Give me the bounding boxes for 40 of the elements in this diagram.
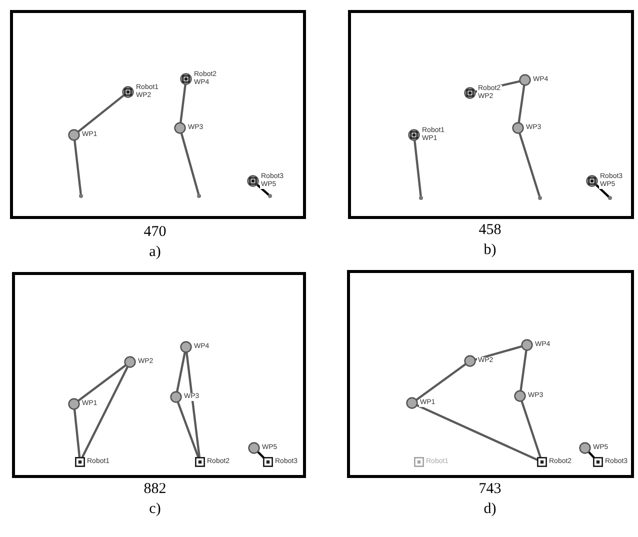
start-point bbox=[79, 194, 83, 198]
robot-path bbox=[177, 402, 200, 458]
score-value: 743 bbox=[478, 481, 502, 498]
robot-path bbox=[518, 84, 526, 124]
panel-frame bbox=[12, 272, 306, 478]
panel-letter: b) bbox=[484, 242, 496, 259]
panel-frame bbox=[348, 10, 634, 219]
robot-path bbox=[257, 451, 266, 460]
robot-path bbox=[518, 132, 540, 198]
start-point bbox=[419, 196, 423, 200]
robot-path bbox=[81, 366, 128, 459]
robot-path bbox=[78, 94, 124, 132]
robot-path bbox=[520, 400, 542, 458]
robot-path bbox=[474, 346, 522, 360]
score-value: 882 bbox=[144, 481, 166, 498]
score-value: 470 bbox=[144, 224, 166, 241]
robot-path bbox=[74, 408, 81, 458]
score-value: 458 bbox=[478, 222, 502, 239]
robot-path bbox=[256, 184, 270, 196]
robot-path bbox=[186, 352, 200, 458]
start-point bbox=[538, 196, 542, 200]
robot-path bbox=[180, 84, 186, 124]
robot-path bbox=[595, 184, 610, 198]
robot-path bbox=[74, 140, 82, 196]
panel-letter: c) bbox=[149, 501, 161, 518]
start-point bbox=[268, 194, 272, 198]
panel-letter: d) bbox=[484, 501, 496, 518]
robot-path bbox=[176, 352, 186, 392]
robot-path bbox=[414, 140, 422, 198]
panel-letter: a) bbox=[149, 244, 161, 261]
robot-path bbox=[520, 350, 528, 392]
robot-path bbox=[416, 363, 466, 401]
robot-path bbox=[180, 132, 200, 196]
panel-frame bbox=[347, 270, 634, 478]
start-point bbox=[197, 194, 201, 198]
robot-path bbox=[588, 451, 596, 460]
start-point bbox=[608, 196, 612, 200]
robot-path bbox=[78, 364, 126, 402]
robot-path bbox=[416, 404, 538, 461]
panel-frame bbox=[10, 10, 306, 219]
